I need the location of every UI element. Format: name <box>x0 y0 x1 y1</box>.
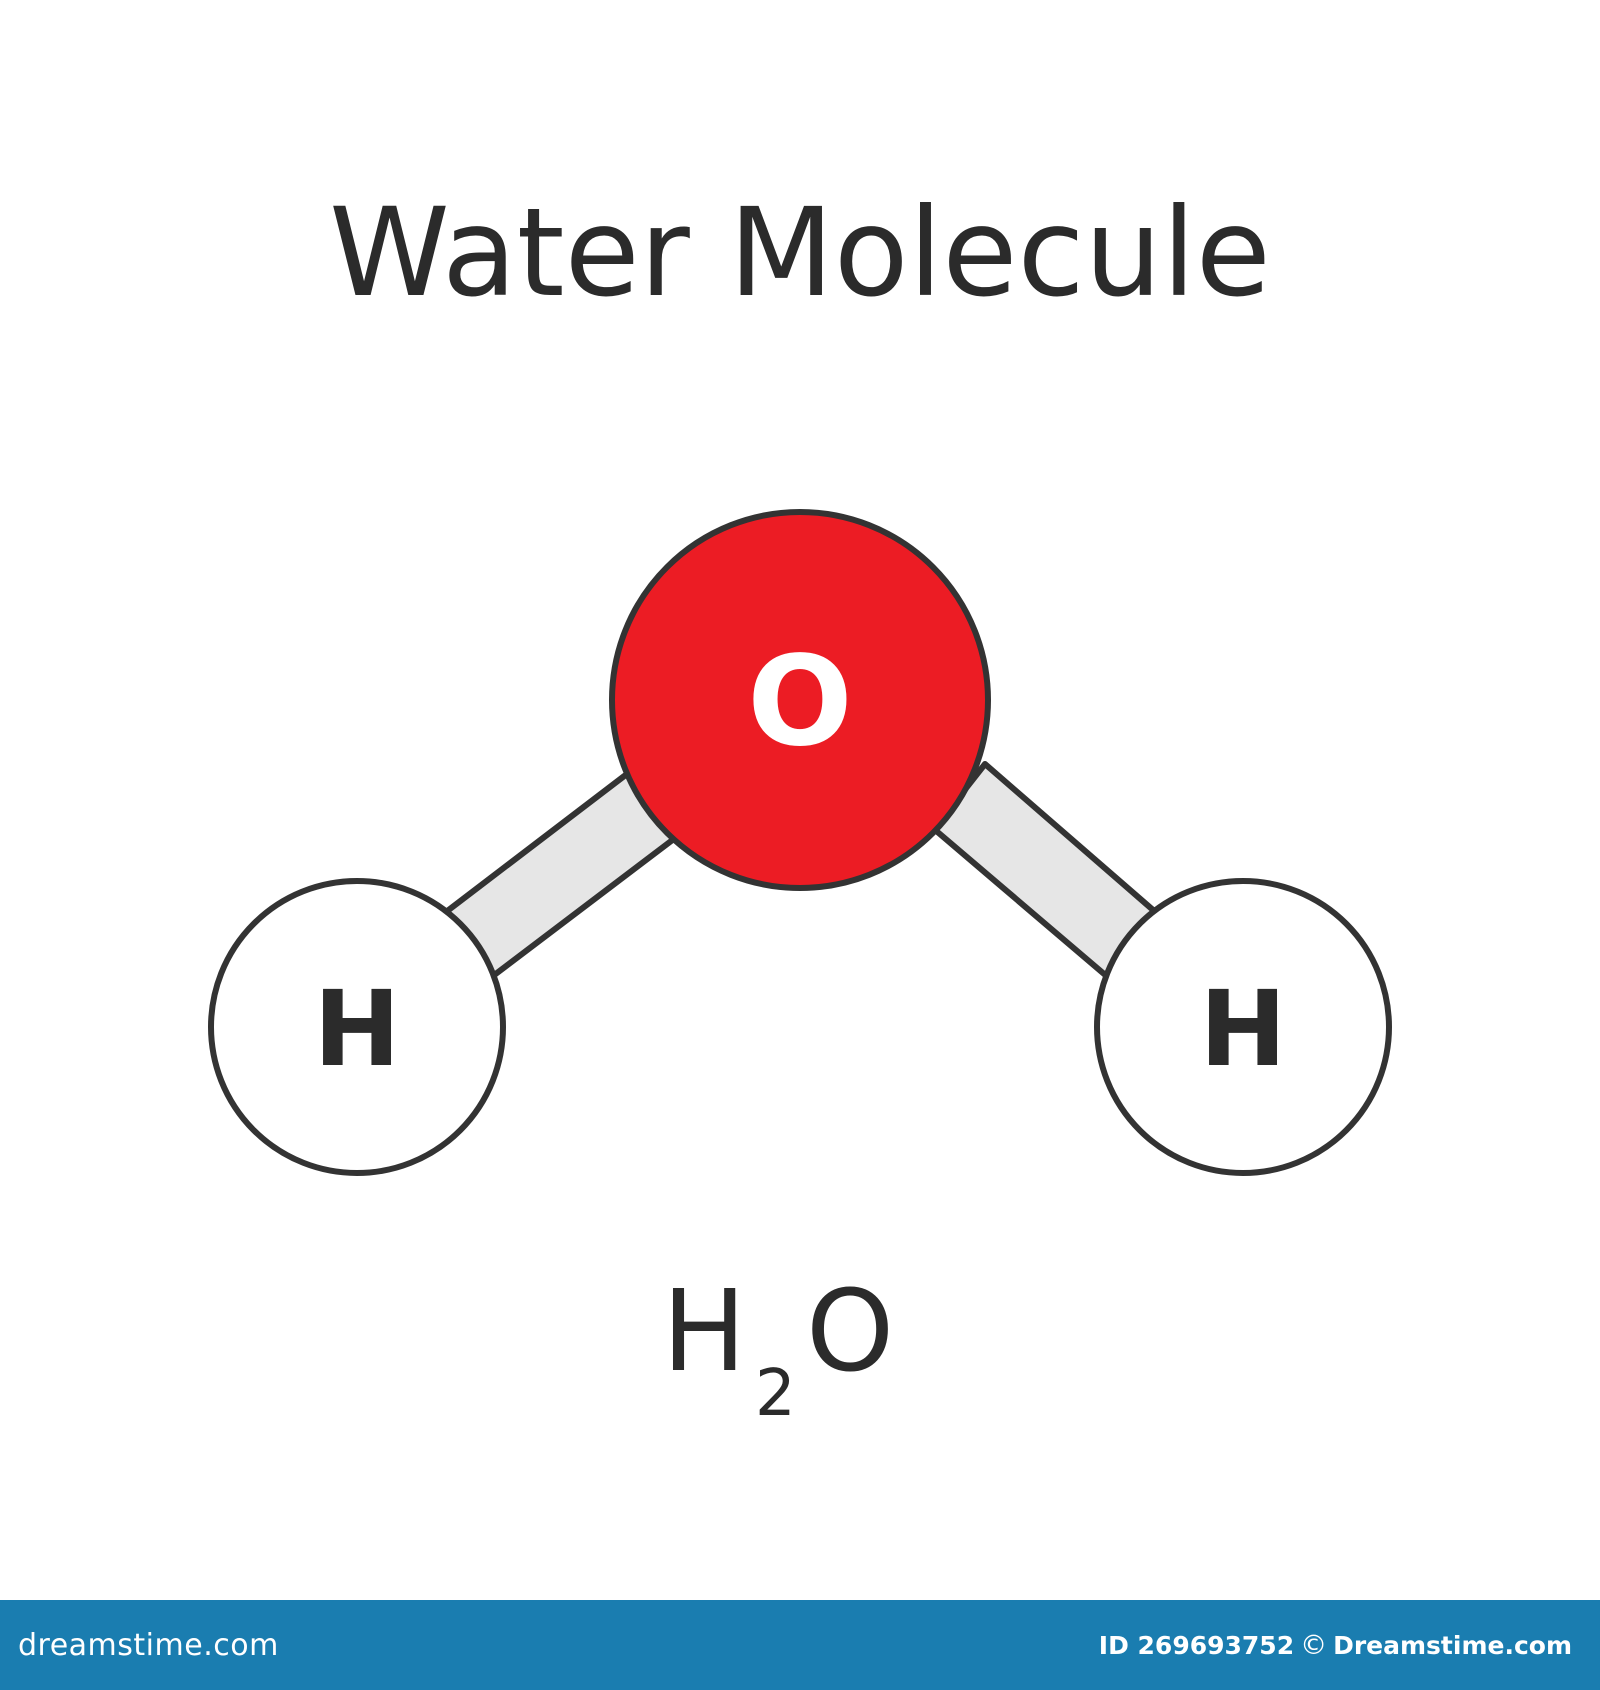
oxygen-label: O <box>747 630 852 774</box>
footer-image-id: ID 269693752 <box>1098 1630 1295 1660</box>
hydrogen-right-circle <box>1094 878 1392 1176</box>
footer-credit: ID 269693752 © Dreamstime.com <box>1099 1630 1572 1661</box>
chemical-formula: H 2 O <box>662 1267 894 1431</box>
oxygen-circle <box>609 509 991 891</box>
copyright-icon: © <box>1300 1629 1328 1661</box>
hydrogen-right-label: H <box>1199 968 1286 1090</box>
formula-h: H <box>662 1267 746 1397</box>
hydrogen-left-circle <box>208 878 506 1176</box>
hydrogen-atom-left: H <box>208 878 506 1176</box>
oxygen-atom: O <box>609 509 991 891</box>
formula-subscript: 2 <box>755 1357 796 1431</box>
watermark-footer: dreamstime.com ID 269693752 © Dreamstime… <box>0 1600 1600 1690</box>
diagram-title: Water Molecule <box>329 182 1271 324</box>
footer-brand: Dreamstime.com <box>1333 1630 1572 1660</box>
footer-site-name: dreamstime.com <box>18 1627 279 1663</box>
formula-o: O <box>806 1267 894 1397</box>
hydrogen-left-label: H <box>313 968 400 1090</box>
hydrogen-atom-right: H <box>1094 878 1392 1176</box>
water-molecule-diagram: Water Molecule O H H H 2 O <box>208 182 1392 1431</box>
